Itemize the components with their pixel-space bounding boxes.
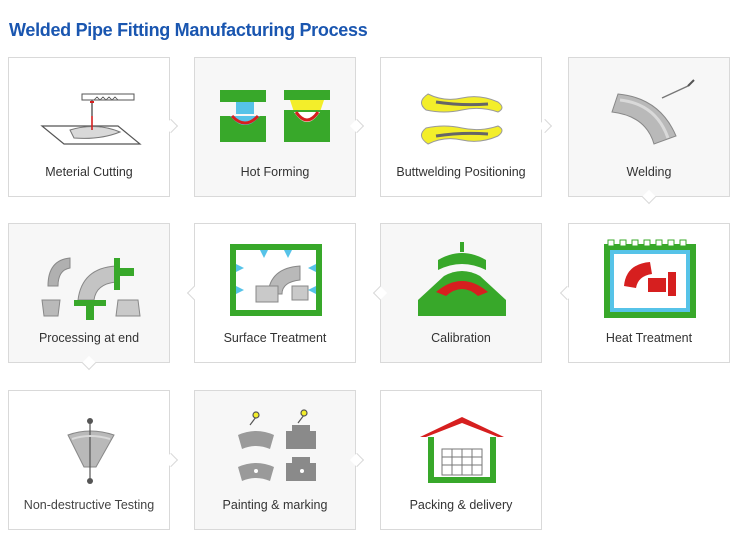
paint-marking-icon [238, 409, 316, 481]
step-card-buttwelding-positioning: Buttwelding Positioning [380, 57, 542, 197]
step-label: Meterial Cutting [45, 165, 133, 179]
step-label: Non-destructive Testing [23, 498, 155, 512]
step-label: Surface Treatment [223, 331, 327, 345]
calibration-die-icon [418, 242, 506, 316]
step-card-packing-delivery: Packing & delivery [380, 390, 542, 530]
step-card-calibration: Calibration [380, 223, 542, 363]
end-processing-icon [41, 257, 141, 320]
step-label: Heat Treatment [605, 331, 693, 345]
step-label: Calibration [431, 331, 491, 345]
welding-elbow-icon [611, 79, 695, 145]
step-card-material-cutting: Meterial Cutting [8, 57, 170, 197]
step-label: Painting & marking [222, 498, 328, 512]
step-card-welding: Welding [568, 57, 730, 197]
step-label: Buttwelding Positioning [396, 165, 526, 179]
step-label: Packing & delivery [409, 498, 513, 512]
step-card-surface-treatment: Surface Treatment [194, 223, 356, 363]
plasma-cutter-icon [40, 93, 142, 145]
shot-blast-icon [230, 244, 322, 316]
step-card-painting-marking: Painting & marking [194, 390, 356, 530]
step-card-processing-at-end: Processing at end [8, 223, 170, 363]
warehouse-icon [420, 417, 504, 483]
step-card-heat-treatment: Heat Treatment [568, 223, 730, 363]
page-title: Welded Pipe Fitting Manufacturing Proces… [9, 20, 368, 40]
step-label: Welding [626, 165, 672, 179]
step-card-hot-forming: Hot Forming [194, 57, 356, 197]
x-ray-test-icon [67, 418, 115, 484]
step-label: Processing at end [38, 331, 140, 345]
half-shells-icon [421, 93, 503, 145]
press-die-icon [220, 90, 330, 142]
furnace-icon [604, 239, 696, 318]
step-label: Hot Forming [240, 165, 310, 179]
step-card-non-destructive-testing: Non-destructive Testing [8, 390, 170, 530]
